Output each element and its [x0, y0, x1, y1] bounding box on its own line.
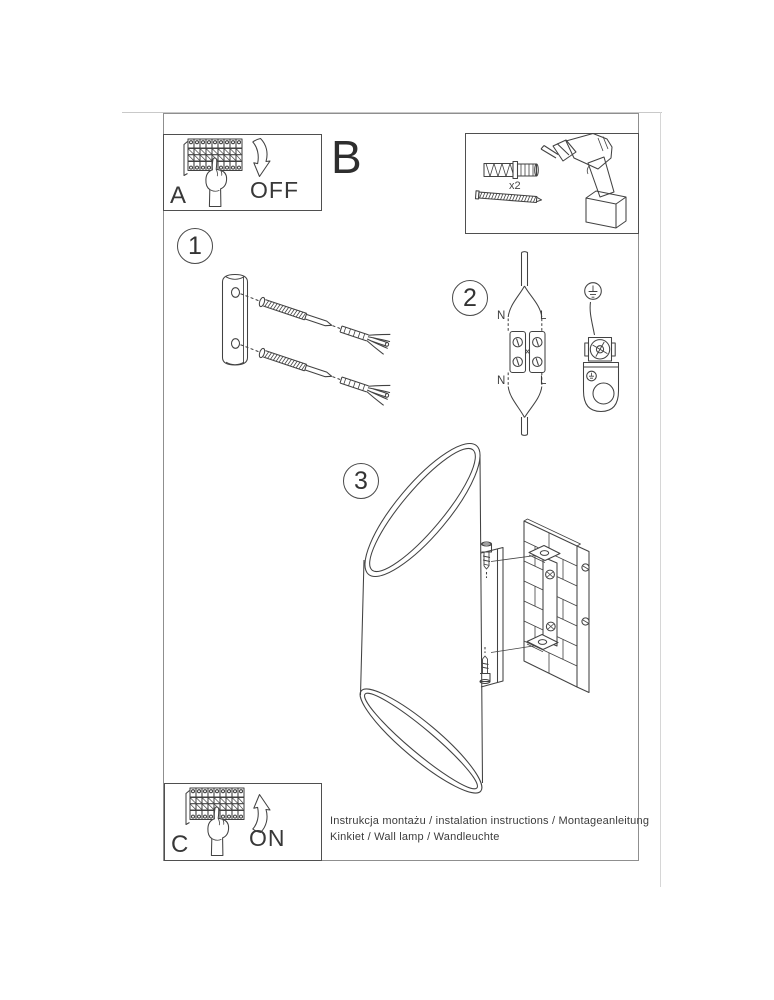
back-fixture — [480, 546, 504, 688]
section-b-label: B — [331, 131, 362, 183]
box-c-label: C — [171, 831, 189, 858]
flange-bottom — [526, 633, 559, 651]
set-screw-top — [480, 541, 493, 578]
terminal-block — [509, 330, 546, 374]
plate-bracket — [542, 556, 558, 647]
power-on-box — [164, 783, 322, 861]
page-frame — [163, 113, 639, 861]
scan-edge-top — [122, 112, 662, 113]
box-a-label: A — [170, 182, 187, 209]
mounting-bracket — [221, 273, 249, 366]
neutral-label-bottom: N — [497, 375, 506, 387]
wires — [507, 285, 543, 318]
step-2-number: 2 — [452, 280, 488, 316]
earth-symbol-icon — [584, 282, 602, 300]
flange-top — [528, 544, 561, 562]
drill-icon — [540, 132, 627, 229]
power-off-box — [163, 134, 322, 211]
lamp-cable — [520, 417, 529, 436]
wall-plug-icon — [483, 160, 539, 180]
live-label-top: L — [540, 310, 547, 322]
live-label-bottom: L — [540, 375, 547, 387]
off-label: OFF — [250, 177, 299, 203]
neutral-label-top: N — [497, 310, 506, 322]
step1-art — [221, 273, 393, 407]
ground-wire — [589, 301, 596, 336]
step2-art — [507, 251, 620, 436]
mains-cable — [520, 251, 529, 286]
step3-art — [359, 442, 590, 794]
arrow-up-icon — [252, 793, 271, 834]
lamp-illustration — [359, 442, 484, 794]
scan-edge-right — [660, 112, 661, 887]
footer-title-line: Instrukcja montażu / instalation instruc… — [330, 815, 650, 827]
ground-clamp — [582, 336, 620, 413]
set-screw-bottom — [479, 647, 491, 685]
screw-icon — [474, 190, 543, 204]
step-1-number: 1 — [177, 228, 213, 264]
anchor-quantity-label: x2 — [509, 180, 521, 192]
on-label: ON — [249, 825, 286, 851]
arrow-down-icon — [252, 137, 271, 178]
wall-plate — [523, 518, 590, 694]
footer-product-line: Kinkiet / Wall lamp / Wandleuchte — [330, 831, 500, 843]
wires — [507, 386, 543, 418]
step-3-number: 3 — [343, 463, 379, 499]
tools-box — [465, 133, 639, 234]
